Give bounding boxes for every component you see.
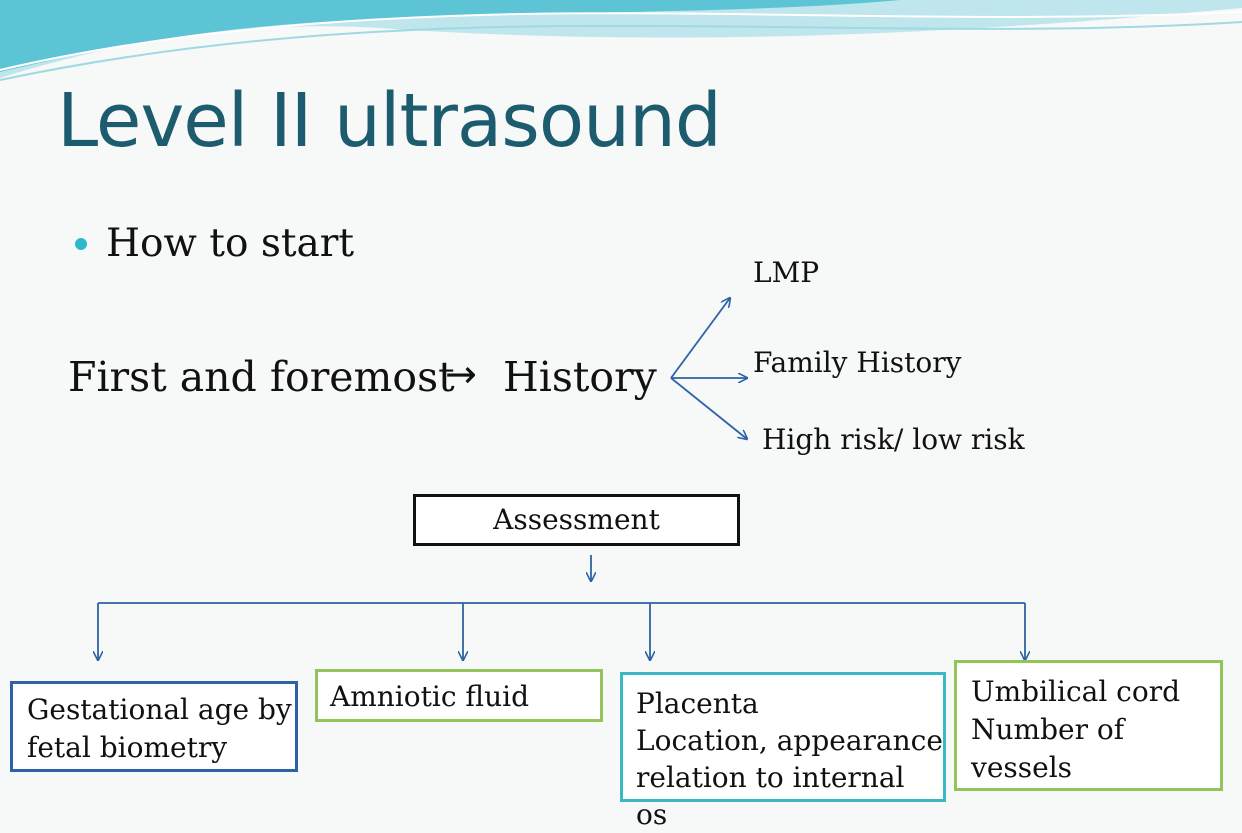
category-box-amniotic-fluid: Amniotic fluid — [315, 669, 603, 722]
category-line: Gestational age by — [27, 693, 292, 726]
category-line: Placenta — [636, 687, 759, 720]
category-line: fetal biometry — [27, 731, 228, 764]
category-box-gestational-age: Gestational age by fetal biometry — [10, 681, 298, 772]
branch-arrow-risk — [670, 377, 747, 439]
history-item-risk: High risk/ low risk — [762, 423, 1025, 456]
category-line: Umbilical cord — [971, 675, 1181, 708]
slide-title: Level II ultrasound — [57, 78, 722, 164]
history-item-lmp: LMP — [753, 256, 820, 289]
category-box-umbilical-cord: Umbilical cord Number of vessels — [954, 660, 1223, 791]
header-wave-decoration — [0, 0, 1242, 81]
history-text: History — [503, 353, 657, 401]
bullet-dot-icon — [75, 238, 87, 250]
category-line: relation to internal os — [636, 761, 905, 831]
category-line: Amniotic fluid — [330, 680, 529, 713]
branch-arrow-lmp — [670, 298, 730, 379]
history-item-family-history: Family History — [753, 346, 962, 379]
category-line: Location, appearance — [636, 724, 943, 757]
flow-start-text: First and foremost — [68, 353, 455, 401]
assessment-box: Assessment — [413, 494, 740, 546]
category-line: vessels — [971, 751, 1073, 784]
category-line: Number of — [971, 713, 1125, 746]
right-arrow-icon: → — [445, 352, 477, 396]
category-box-placenta: Placenta Location, appearance relation t… — [620, 672, 946, 831]
bullet-text: How to start — [106, 221, 355, 266]
